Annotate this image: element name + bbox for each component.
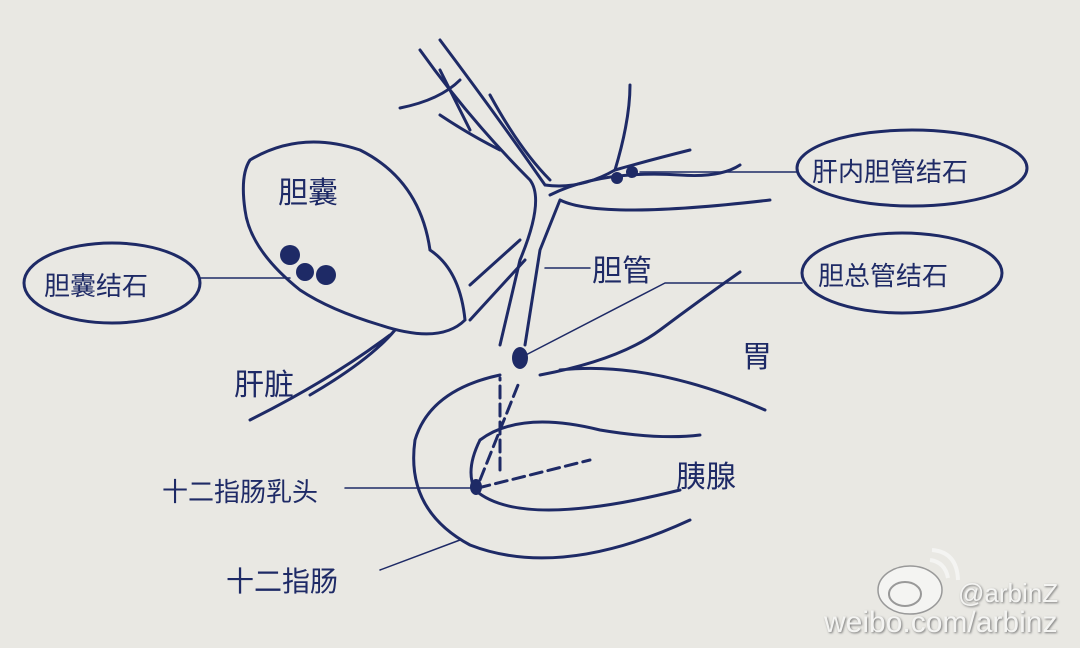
gallbladder-stones [280,166,638,495]
label-gallbladder: 胆囊 [278,176,338,211]
callout-intrahepatic [795,128,1029,208]
label-gallbladder-stone: 胆囊结石 [44,272,149,302]
pancreatic-duct [476,376,592,490]
watermark-handle: @arbinZ [958,578,1059,608]
callout-cbd [800,231,1004,315]
label-duodenum: 十二指肠 [226,565,339,598]
label-intrahepatic-stone: 肝内胆管结石 [812,158,969,188]
label-pancreas: 胰腺 [676,460,736,495]
leader-lines [199,171,803,571]
liver-edge [248,328,397,422]
cystic-duct [468,238,527,322]
hepatic-duct-branch [398,68,502,152]
duodenum-outline [412,373,702,560]
watermark-url: weibo.com/arbinz [824,606,1058,639]
hepatic-duct-right [438,38,632,188]
label-stomach: 胃 [742,340,772,375]
label-bile-duct: 胆管 [592,254,652,289]
label-liver: 肝脏 [234,368,294,403]
gallbladder-outline [241,140,467,336]
label-cbd-stone: 胆总管结石 [818,262,949,292]
callout-gallbladder-stone [22,241,202,325]
label-papilla: 十二指肠乳头 [162,478,319,508]
common-bile-duct-right [523,198,772,347]
stomach-outline [538,270,767,412]
